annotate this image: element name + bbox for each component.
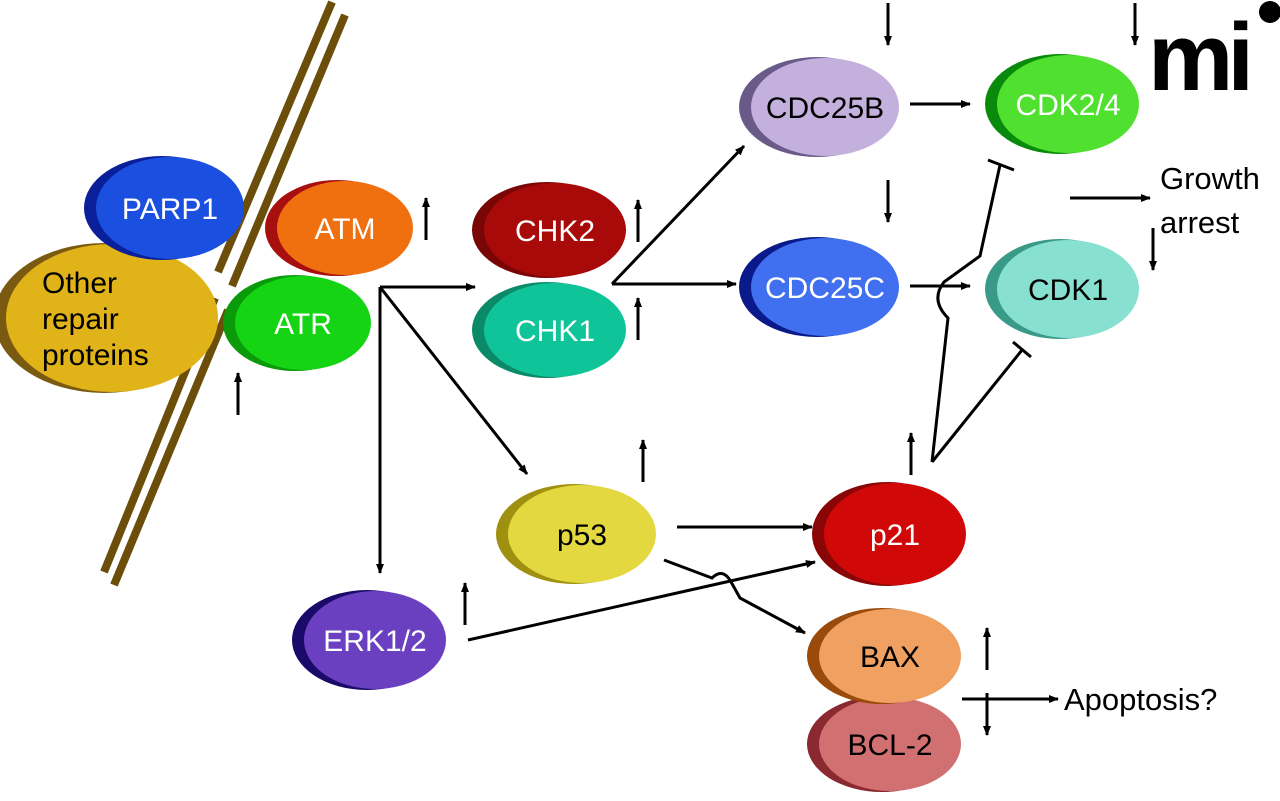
node-cdk24: CDK2/4 bbox=[985, 54, 1139, 154]
inhibit-bar-cdk1 bbox=[1012, 340, 1032, 359]
inhibit-bar-cdk24 bbox=[987, 158, 1015, 172]
node-parp1: PARP1 bbox=[84, 156, 244, 260]
edge-p53-bax bbox=[663, 558, 806, 635]
node-chk2: CHK2 bbox=[472, 182, 626, 278]
node-label: CDC25B bbox=[766, 92, 884, 125]
edge-atr-p53 bbox=[378, 286, 529, 475]
node-p21: p21 bbox=[812, 482, 966, 586]
node-label: ATR bbox=[274, 308, 332, 341]
node-body bbox=[819, 609, 961, 703]
node-label: CDC25C bbox=[765, 272, 885, 305]
node-label: p21 bbox=[870, 519, 920, 552]
node-bax: BAX bbox=[807, 608, 961, 704]
node-body bbox=[824, 483, 966, 585]
node-label: p53 bbox=[557, 519, 607, 552]
edge-erk-p21 bbox=[467, 560, 816, 642]
node-p53: p53 bbox=[496, 484, 656, 584]
node-body bbox=[484, 283, 626, 377]
node-label: PARP1 bbox=[122, 193, 218, 226]
node-label: ATM bbox=[314, 213, 375, 246]
regulation-arrows bbox=[234, 3, 1157, 736]
node-label: CHK1 bbox=[515, 315, 595, 348]
logo-text: mi bbox=[1148, 4, 1248, 111]
node-label: repair bbox=[42, 303, 119, 336]
node-body bbox=[96, 157, 244, 259]
node-chk1: CHK1 bbox=[472, 282, 626, 378]
node-erk: ERK1/2 bbox=[292, 590, 446, 690]
node-body bbox=[277, 181, 413, 275]
outcome-growth-label-1: Growth bbox=[1160, 161, 1260, 196]
edges bbox=[376, 100, 1151, 703]
node-cdc25c: CDC25C bbox=[739, 237, 899, 337]
node-body bbox=[484, 183, 626, 277]
node-bcl2: BCL-2 bbox=[807, 696, 961, 792]
node-label: proteins bbox=[42, 339, 149, 372]
node-label: ERK1/2 bbox=[323, 625, 426, 658]
node-cdk1: CDK1 bbox=[985, 239, 1139, 339]
node-atr: ATR bbox=[223, 275, 371, 371]
node-body bbox=[751, 238, 899, 336]
node-label: BCL-2 bbox=[847, 729, 932, 762]
membrane-bar bbox=[110, 308, 232, 587]
node-label: CDK1 bbox=[1028, 274, 1108, 307]
edge-p21-inhibit-cdk1 bbox=[930, 349, 1024, 463]
node-body bbox=[508, 485, 656, 583]
journal-logo: mi bbox=[1148, 1, 1280, 111]
node-label: CHK2 bbox=[515, 215, 595, 248]
outcome-growth-label-2: arrest bbox=[1160, 205, 1240, 240]
outcome-apoptosis-label: Apoptosis? bbox=[1064, 682, 1217, 717]
node-body bbox=[751, 58, 899, 156]
edge-p21-inhibit-cdk24 bbox=[930, 164, 1002, 463]
node-cdc25b: CDC25B bbox=[739, 57, 899, 157]
node-body bbox=[819, 697, 961, 791]
node-body bbox=[304, 591, 446, 689]
membrane-bar bbox=[228, 13, 349, 288]
node-body bbox=[235, 276, 371, 370]
node-label: Other bbox=[42, 267, 117, 300]
node-atm: ATM bbox=[265, 180, 413, 276]
node-label: CDK2/4 bbox=[1015, 89, 1120, 122]
edge-chk-cdc25b bbox=[610, 144, 746, 286]
node-label: BAX bbox=[860, 641, 920, 674]
node-body bbox=[6, 244, 218, 392]
logo-dot-icon bbox=[1259, 1, 1280, 23]
node-body bbox=[997, 55, 1139, 153]
node-body bbox=[997, 240, 1139, 338]
